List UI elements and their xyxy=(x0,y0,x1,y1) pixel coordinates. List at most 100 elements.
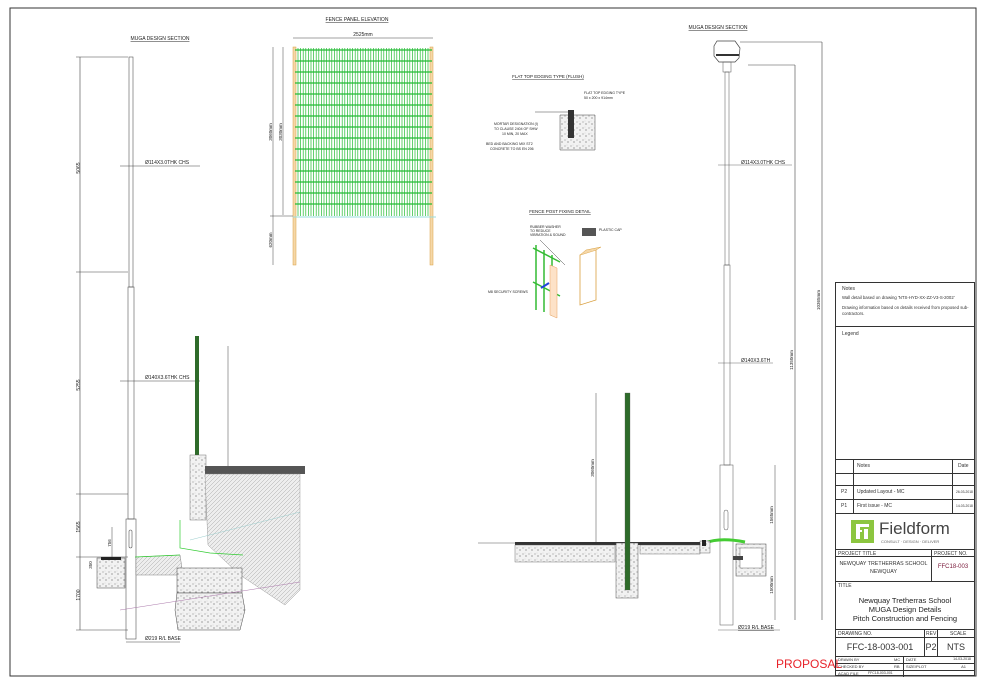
size-label: SIZE/PLOT xyxy=(906,664,927,669)
checked-by: RB xyxy=(894,664,900,669)
dim-1565: 1565mm xyxy=(769,506,774,524)
sheet-border xyxy=(9,7,977,677)
rev-notes-header: Notes xyxy=(857,463,871,469)
dim-10365: 10365mm xyxy=(816,290,821,310)
rev-value: P2 xyxy=(925,637,937,656)
note-1: Wall detail based on drawing 'NTS-HYD-XX… xyxy=(842,295,955,300)
fence-panel-title: FENCE PANEL ELEVATION xyxy=(326,17,389,23)
notes-section: Notes Wall detail based on drawing 'NTS-… xyxy=(836,283,974,326)
rev-label: REV xyxy=(926,631,937,637)
rev-notes: Updated Layout - MC xyxy=(857,489,905,495)
rev-date-header: Date xyxy=(958,463,969,469)
checked-by-row: CHECKED BY RB SIZE/PLOT A1 xyxy=(836,663,974,670)
post-fixing-detail: FENCE POST FIXING DETAIL RUBBER WASHER T… xyxy=(488,209,622,319)
project-title-line-2: NEWQUAY xyxy=(870,569,897,575)
edging-title: FLAT TOP EDGING TYPE (FLUSH) xyxy=(512,74,584,79)
fieldform-logo-icon xyxy=(851,520,874,543)
project-row: PROJECT TITLE NEWQUAY TRETHERRAS SCHOOL … xyxy=(836,549,974,581)
acad-file: FFC18-003-001 xyxy=(868,671,893,675)
title-line-1: Newquay Tretherras School xyxy=(858,596,952,605)
revision-header: Notes Date xyxy=(836,459,974,473)
dim-1565: 1565 xyxy=(76,521,82,532)
label-140-chs: Ø140X3.6THK CHS xyxy=(145,375,190,381)
edging-label: 10 MIN, 20 MAX xyxy=(502,132,528,136)
date-label: DATE xyxy=(906,657,917,662)
dim-3030: 3030mm xyxy=(278,123,283,141)
left-muga-section: MUGA DESIGN SECTION 5065 5255 1565 1700 … xyxy=(76,36,305,643)
drawing-no-label: DRAWING NO. xyxy=(838,631,873,637)
left-section-title: MUGA DESIGN SECTION xyxy=(131,36,190,42)
title-block: Notes Wall detail based on drawing 'NTS-… xyxy=(835,282,975,677)
note-2: Drawing information based on details rec… xyxy=(842,305,969,316)
checked-by-label: CHECKED BY xyxy=(838,664,865,669)
dim-3060: 3060mm xyxy=(268,123,273,141)
post-fixing-label: TO REDUCE xyxy=(530,229,551,233)
logo-section: Fieldform CONSULT · DESIGN · DELIVER xyxy=(836,513,974,549)
edging-label: FLAT TOP EDGING TYPE xyxy=(584,91,626,95)
dim-1500: 1500mm xyxy=(769,576,774,594)
post-fixing-label: M8 SECURITY SCREWS xyxy=(488,290,528,294)
logo-tagline: CONSULT · DESIGN · DELIVER xyxy=(881,539,940,544)
legend-section: Legend xyxy=(836,326,974,459)
drawn-by-row: DRAWN BY MC DATE 14-03-2018 xyxy=(836,656,974,663)
project-title-label: PROJECT TITLE xyxy=(838,551,877,557)
right-muga-section: MUGA DESIGN SECTION 10365mm 11350mm 1565… xyxy=(689,25,823,631)
notes-heading: Notes xyxy=(842,286,856,292)
edging-label: CONCRETE TO BS EN 206 xyxy=(490,147,534,151)
right-section-title: MUGA DESIGN SECTION xyxy=(689,25,748,31)
edging-label: 50 x 200 x 914mm xyxy=(584,96,613,100)
revision-row: P2 Updated Layout - MC 26-03-2018 xyxy=(836,485,974,499)
post-fixing-title: FENCE POST FIXING DETAIL xyxy=(529,209,591,214)
title-line-3: Pitch Construction and Fencing xyxy=(852,614,958,623)
title-line-2: MUGA Design Details xyxy=(868,605,942,614)
label-140-right: Ø140X3.6TH xyxy=(741,358,771,364)
logo-name: Fieldform xyxy=(879,519,950,538)
project-no-label: PROJECT NO. xyxy=(934,551,968,557)
project-title-line-1: NEWQUAY TRETHERRAS SCHOOL xyxy=(839,561,928,567)
label-114-chs-right: Ø114X3.0THK CHS xyxy=(741,160,786,166)
size-value: A1 xyxy=(961,664,966,669)
dim-350: 350 xyxy=(88,561,93,569)
edging-detail: FLAT TOP EDGING TYPE (FLUSH) FLAT TOP ED… xyxy=(486,74,626,151)
fence-panel-elevation: FENCE PANEL ELEVATION 2525mm 3060mm 3030… xyxy=(268,17,436,266)
rev-date: 14-03-2018 xyxy=(956,504,973,508)
proposal-stamp: PROPOSAL xyxy=(776,657,843,671)
dim-620: 620mm xyxy=(268,232,273,247)
dim-11350: 11350mm xyxy=(789,350,794,370)
dim-2525: 2525mm xyxy=(353,32,372,38)
post-fixing-label: VIBRATION & SOUND xyxy=(530,233,566,237)
revision-row: P1 First issue - MC 14-03-2018 xyxy=(836,499,974,513)
acad-row: ACAD FILE FFC18-003-001 xyxy=(836,670,974,677)
title-row: TITLE Newquay Tretherras School MUGA Des… xyxy=(836,581,974,629)
dim-3060-post: 3060mm xyxy=(590,459,595,477)
dim-1700: 1700 xyxy=(76,589,82,600)
edging-label: MORTAR DESIGNATION (I) xyxy=(494,122,538,126)
date-value: 14-03-2018 xyxy=(953,657,971,661)
post-fixing-label: PLASTIC CAP xyxy=(599,228,622,232)
label-114-chs: Ø114X3.0THK CHS xyxy=(145,160,190,166)
fence-post-section: 3060mm xyxy=(478,392,711,599)
acad-label: ACAD FILE xyxy=(838,671,859,676)
label-219-base: Ø219 R/L BASE xyxy=(145,636,182,642)
drawn-by: MC xyxy=(894,657,901,662)
drawing-no: FFC-18-003-001 xyxy=(836,637,924,658)
rev-code: P2 xyxy=(841,489,848,495)
drawing-no-row: DRAWING NO. FFC-18-003-001 REV P2 SCALE … xyxy=(836,629,974,656)
rev-code: P1 xyxy=(841,503,848,509)
post-fixing-label: RUBBER WASHER xyxy=(530,225,561,229)
dim-5255: 5255 xyxy=(76,379,82,390)
dim-5065: 5065 xyxy=(76,162,82,173)
edging-label: TO CLAUSE 2404 OF SHW xyxy=(494,127,538,131)
project-no: FFC18-003 xyxy=(932,556,974,570)
rev-date: 26-03-2018 xyxy=(956,490,973,494)
scale-value: NTS xyxy=(938,637,974,656)
edging-label: BED AND BACKING MIX ST2 xyxy=(486,142,533,146)
title-label: TITLE xyxy=(838,583,852,589)
scale-label: SCALE xyxy=(950,631,967,637)
label-219-base-right: Ø219 R/L BASE xyxy=(738,625,775,631)
legend-heading: Legend xyxy=(842,331,859,337)
drawn-by-label: DRAWN BY xyxy=(838,657,860,662)
rev-notes: First issue - MC xyxy=(857,503,892,509)
dim-756: 756 xyxy=(107,539,112,547)
